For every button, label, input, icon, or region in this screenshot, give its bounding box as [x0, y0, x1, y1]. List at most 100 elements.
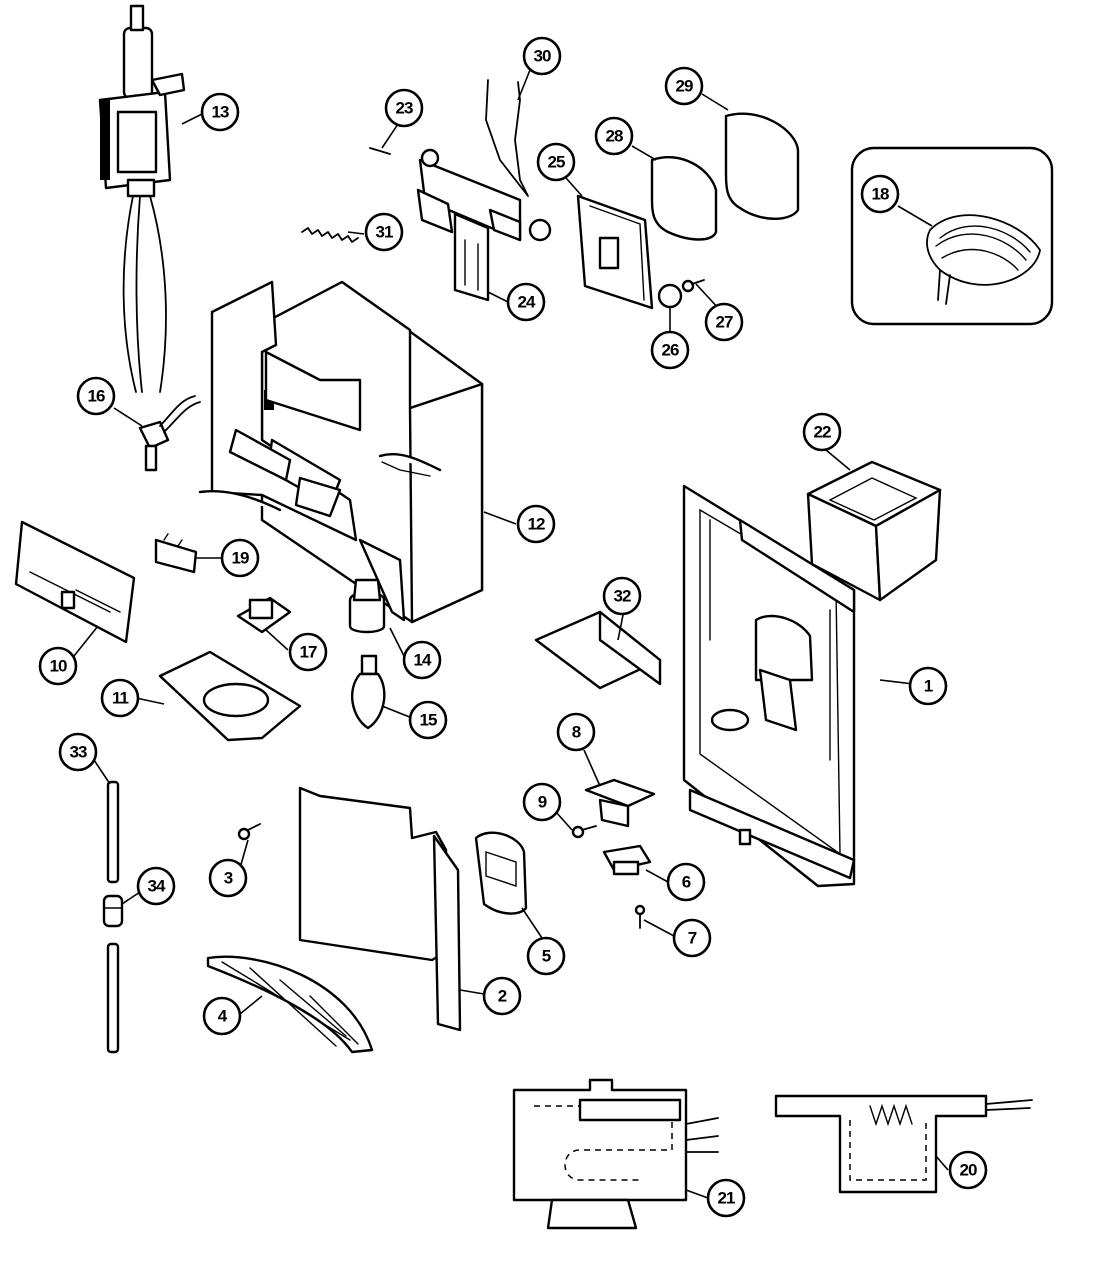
- callout-4: 4: [202, 996, 242, 1036]
- callout-30: 30: [522, 36, 562, 76]
- callout-7-label: 7: [688, 929, 697, 948]
- callout-25: 25: [536, 142, 576, 182]
- part-19-switch: [154, 533, 198, 574]
- callout-29-label: 29: [676, 77, 693, 96]
- callout-8-circle: [556, 712, 596, 752]
- callout-9-label: 9: [538, 793, 547, 812]
- part-10-control-board: [14, 520, 136, 644]
- part-25-cover-plate: [576, 194, 654, 310]
- callout-32-label: 32: [614, 587, 631, 606]
- callout-15-label: 15: [420, 711, 437, 730]
- part-27-screw: [681, 279, 705, 293]
- callout-3-circle: [208, 858, 248, 898]
- callout-6: 6: [666, 862, 706, 902]
- callout-10-circle: [38, 646, 78, 686]
- callout-20-circle: [948, 1150, 988, 1190]
- callout-24: 24: [506, 282, 546, 322]
- callout-4-circle: [202, 996, 242, 1036]
- part-24-actuator-lever: [416, 148, 552, 302]
- part-30-wire: [485, 79, 529, 197]
- callout-26: 26: [650, 330, 690, 370]
- callout-11-label: 11: [112, 689, 129, 708]
- callout-1: 1: [908, 666, 948, 706]
- part-20-heater: [774, 1094, 1033, 1194]
- part-14-lamp-socket: [348, 578, 386, 634]
- callout-28: 28: [594, 116, 634, 156]
- callout-16-label: 16: [88, 387, 105, 406]
- callout-34: 34: [136, 866, 176, 906]
- part-13-solenoid-valve: [98, 4, 186, 393]
- callout-5-label: 5: [542, 947, 551, 966]
- callout-6-label: 6: [682, 873, 691, 892]
- callout-24-circle: [506, 282, 546, 322]
- callout-7: 7: [672, 918, 712, 958]
- callout-33-circle: [58, 732, 98, 772]
- callout-23-circle: [384, 88, 424, 128]
- part-12-dispenser-housing: [198, 280, 484, 624]
- part-8-bracket: [584, 778, 656, 828]
- callout-17: 17: [288, 632, 328, 672]
- callout-12-label: 12: [528, 515, 545, 534]
- callout-29-circle: [664, 66, 704, 106]
- part-18-wire-harness: [850, 146, 1054, 326]
- callout-25-label: 25: [548, 153, 565, 172]
- part-22-ice-chute: [806, 460, 942, 602]
- callout-32-circle: [602, 576, 642, 616]
- callout-25-circle: [536, 142, 576, 182]
- callout-15: 15: [408, 700, 448, 740]
- callout-28-label: 28: [606, 127, 623, 146]
- callout-22: 22: [802, 412, 842, 452]
- part-1-dispenser-frame: [682, 484, 856, 888]
- callout-22-circle: [802, 412, 842, 452]
- callout-32: 32: [602, 576, 642, 616]
- callout-3-label: 3: [224, 869, 233, 888]
- callout-26-circle: [650, 330, 690, 370]
- callout-33-label: 33: [70, 743, 87, 762]
- callout-16: 16: [76, 376, 116, 416]
- callout-17-label: 17: [300, 643, 317, 662]
- callout-22-label: 22: [814, 423, 831, 442]
- callout-8: 8: [556, 712, 596, 752]
- callout-9: 9: [522, 782, 562, 822]
- part-28-lens: [650, 155, 718, 241]
- callout-11: 11: [100, 678, 140, 718]
- callout-14: 14: [402, 640, 442, 680]
- part-16-sensor: [138, 395, 201, 472]
- callout-12-circle: [516, 504, 556, 544]
- callout-18-circle: [860, 174, 900, 214]
- part-11-tray: [158, 650, 302, 742]
- callout-19: 19: [220, 538, 260, 578]
- callout-16-circle: [76, 376, 116, 416]
- callout-30-label: 30: [534, 47, 551, 66]
- callout-7-circle: [672, 918, 712, 958]
- callout-23: 23: [384, 88, 424, 128]
- callout-31: 31: [364, 212, 404, 252]
- callout-30-circle: [522, 36, 562, 76]
- callout-17-circle: [288, 632, 328, 672]
- part-26-knob: [657, 283, 683, 309]
- callout-31-label: 31: [376, 223, 393, 242]
- callout-31-circle: [364, 212, 404, 252]
- callout-34-label: 34: [148, 877, 166, 896]
- callout-19-circle: [220, 538, 260, 578]
- callout-1-circle: [908, 666, 948, 706]
- callout-20: 20: [948, 1150, 988, 1190]
- callout-4-label: 4: [218, 1007, 228, 1026]
- callout-20-label: 20: [960, 1161, 977, 1180]
- part-3-screw: [237, 823, 261, 841]
- callout-6-circle: [666, 862, 706, 902]
- leader-lines: [73, 69, 949, 1199]
- callout-13-label: 13: [212, 103, 229, 122]
- part-6-microswitch: [602, 844, 652, 876]
- callout-2: 2: [482, 976, 522, 1016]
- callout-33: 33: [58, 732, 98, 772]
- part-32-shelf: [534, 610, 662, 690]
- callout-14-label: 14: [414, 651, 432, 670]
- part-17-connector: [236, 596, 292, 634]
- callout-11-circle: [100, 678, 140, 718]
- part-31-spring: [301, 227, 359, 243]
- callout-1-label: 1: [924, 677, 933, 696]
- part-23-pin: [369, 147, 391, 155]
- callout-28-circle: [594, 116, 634, 156]
- callout-27-circle: [704, 302, 744, 342]
